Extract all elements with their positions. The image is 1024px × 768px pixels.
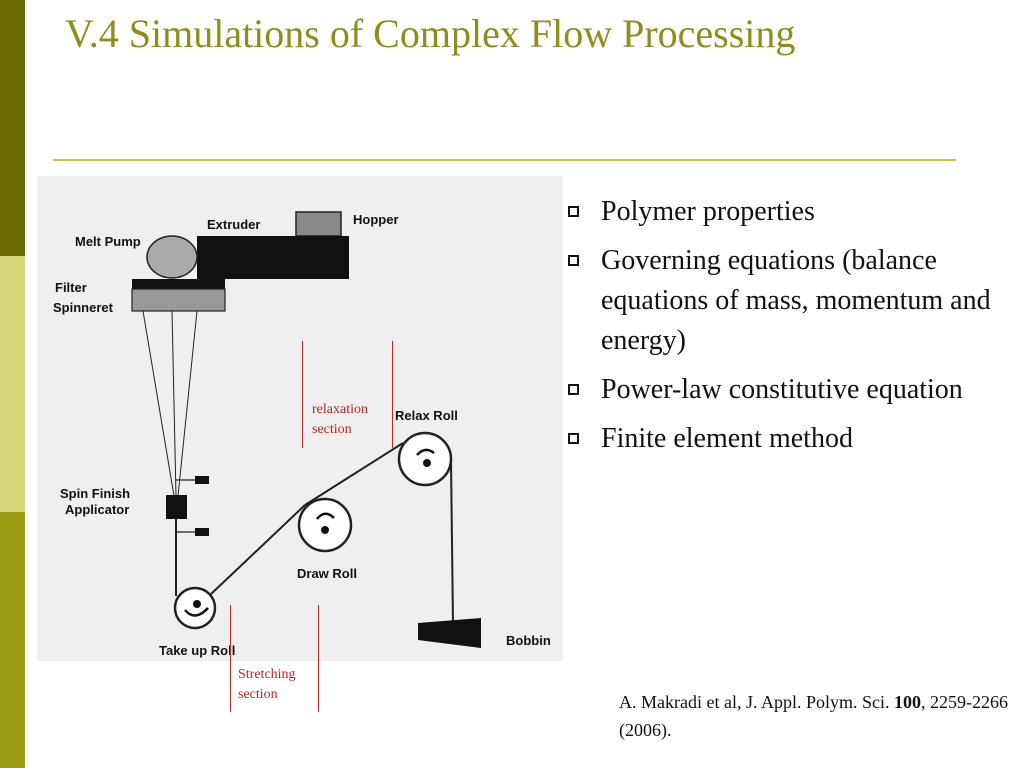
melt-pump-shape [146, 235, 198, 279]
extruder-label: Extruder [207, 217, 261, 232]
fiber-line [450, 460, 454, 625]
stretching-boundary-line [230, 605, 231, 712]
bobbin-label: Bobbin [506, 633, 551, 648]
square-bullet-icon [568, 206, 579, 217]
citation-suffix: , 2259-2266 (2006). [619, 692, 1008, 740]
square-bullet-icon [568, 255, 579, 266]
filter-label: Filter [55, 280, 87, 295]
draw-roll-shape [297, 497, 353, 553]
filament-line [142, 310, 175, 497]
sidebar-top-segment [0, 0, 25, 256]
applicator-label: Applicator [65, 502, 130, 517]
relax-roll-shape [397, 431, 453, 487]
bullet-list: Polymer properties Governing equations (… [568, 192, 1008, 468]
filter-shape [132, 279, 225, 289]
bullet-text: Finite element method [601, 423, 853, 454]
filament-line [171, 310, 177, 497]
take-up-roll-arrow [184, 607, 209, 617]
take-up-roll-shape [173, 586, 217, 630]
take-up-roll-hub [193, 600, 201, 608]
fiber-spinning-diagram: Extruder Hopper Melt Pump Filter Spinner… [37, 176, 563, 661]
citation-volume: 100 [893, 692, 921, 712]
stretching-note-line2: section [238, 687, 278, 702]
spinneret-shape [131, 288, 226, 312]
relaxation-note-line1: relaxation [312, 402, 368, 417]
fiber-line [209, 504, 306, 596]
extruder-body [197, 236, 349, 279]
square-bullet-icon [568, 433, 579, 444]
draw-roll-hub [321, 526, 329, 534]
relax-roll-label: Relax Roll [395, 408, 458, 423]
citation-prefix: A. Makradi et al, J. Appl. Polym. Sci. [619, 692, 894, 712]
applicator-tab [195, 476, 209, 484]
sidebar-middle-segment [0, 256, 25, 512]
bullet-text: Governing equations (balance equations o… [601, 245, 991, 356]
reference-citation: A. Makradi et al, J. Appl. Polym. Sci. 1… [619, 688, 1019, 744]
bullet-item: Polymer properties [568, 192, 1008, 232]
filament-line [177, 310, 198, 497]
relaxation-section-note: relaxation section [312, 400, 368, 440]
relax-roll-hub [423, 459, 431, 467]
slide-title: V.4 Simulations of Complex Flow Processi… [65, 11, 796, 56]
draw-roll-label: Draw Roll [297, 566, 357, 581]
sidebar-bottom-segment [0, 512, 25, 768]
bullet-item: Governing equations (balance equations o… [568, 241, 1008, 361]
bullet-text: Polymer properties [601, 196, 815, 227]
spinneret-label: Spinneret [53, 300, 113, 315]
bobbin-shape [418, 618, 481, 648]
title-divider [53, 159, 956, 161]
bullet-item: Power-law constitutive equation [568, 370, 1008, 410]
fiber-line [304, 442, 404, 506]
square-bullet-icon [568, 384, 579, 395]
take-up-roll-label: Take up Roll [159, 643, 236, 658]
stretching-section-note: Stretching section [238, 665, 296, 705]
applicator-block [166, 495, 187, 519]
hopper-label: Hopper [353, 212, 399, 227]
diagram-drawing [131, 211, 481, 648]
melt-pump-label: Melt Pump [75, 234, 141, 249]
relaxation-boundary-line [392, 341, 393, 448]
stretching-note-line1: Stretching [238, 667, 296, 682]
draw-roll-arrow [316, 512, 335, 520]
stretching-boundary-line [318, 605, 319, 712]
applicator-tab [195, 528, 209, 536]
hopper-shape [295, 211, 342, 237]
relax-roll-arrow [416, 448, 435, 456]
spin-finish-label: Spin Finish [60, 486, 131, 501]
relaxation-boundary-line [302, 341, 303, 448]
bullet-text: Power-law constitutive equation [601, 374, 963, 405]
bullet-item: Finite element method [568, 419, 1008, 459]
relaxation-note-line2: section [312, 422, 352, 437]
